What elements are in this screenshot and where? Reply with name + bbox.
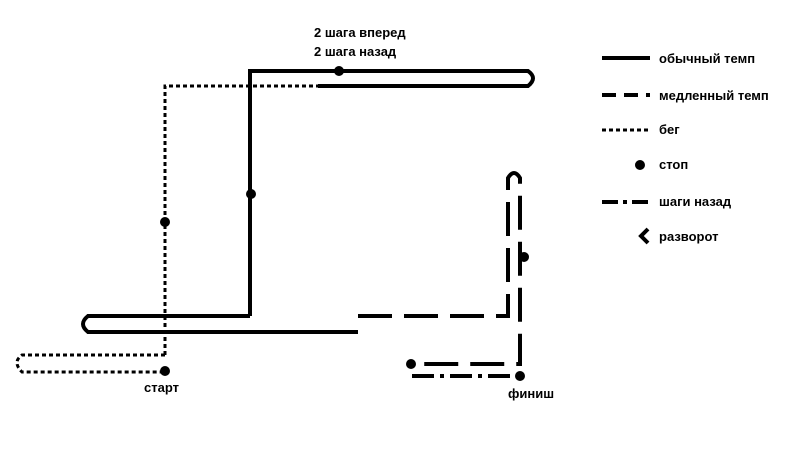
legend-slow-label: медленный темп: [659, 88, 769, 103]
legend-stop-icon: [635, 160, 645, 170]
annotation-top-line2: 2 шага назад: [314, 44, 397, 59]
legend: обычный темп медленный темп бег стоп шаг…: [602, 51, 769, 245]
stop-dot-return: [406, 359, 416, 369]
legend-stop-label: стоп: [659, 157, 688, 172]
stop-dot-slow: [519, 252, 529, 262]
legend-run-label: бег: [659, 122, 680, 137]
legend-normal-label: обычный темп: [659, 51, 755, 66]
run-segment-start: [15, 353, 165, 374]
stop-dot-top: [334, 66, 344, 76]
legend-back-label: шаги назад: [659, 194, 732, 209]
slow-segment: [358, 171, 522, 366]
run-segment-vertical: [163, 84, 318, 355]
stop-dot-run: [160, 217, 170, 227]
stop-dot-start: [160, 366, 170, 376]
normal-segment-bottom: [81, 314, 358, 334]
annotation-top-line1: 2 шага вперед: [314, 25, 406, 40]
legend-turn-icon: [638, 227, 650, 245]
legend-turn-label: разворот: [659, 229, 718, 244]
normal-segment-main: [248, 69, 535, 316]
start-label: старт: [144, 380, 179, 395]
stop-dot-finish: [515, 371, 525, 381]
stop-dot-normal: [246, 189, 256, 199]
finish-label: финиш: [508, 386, 554, 401]
